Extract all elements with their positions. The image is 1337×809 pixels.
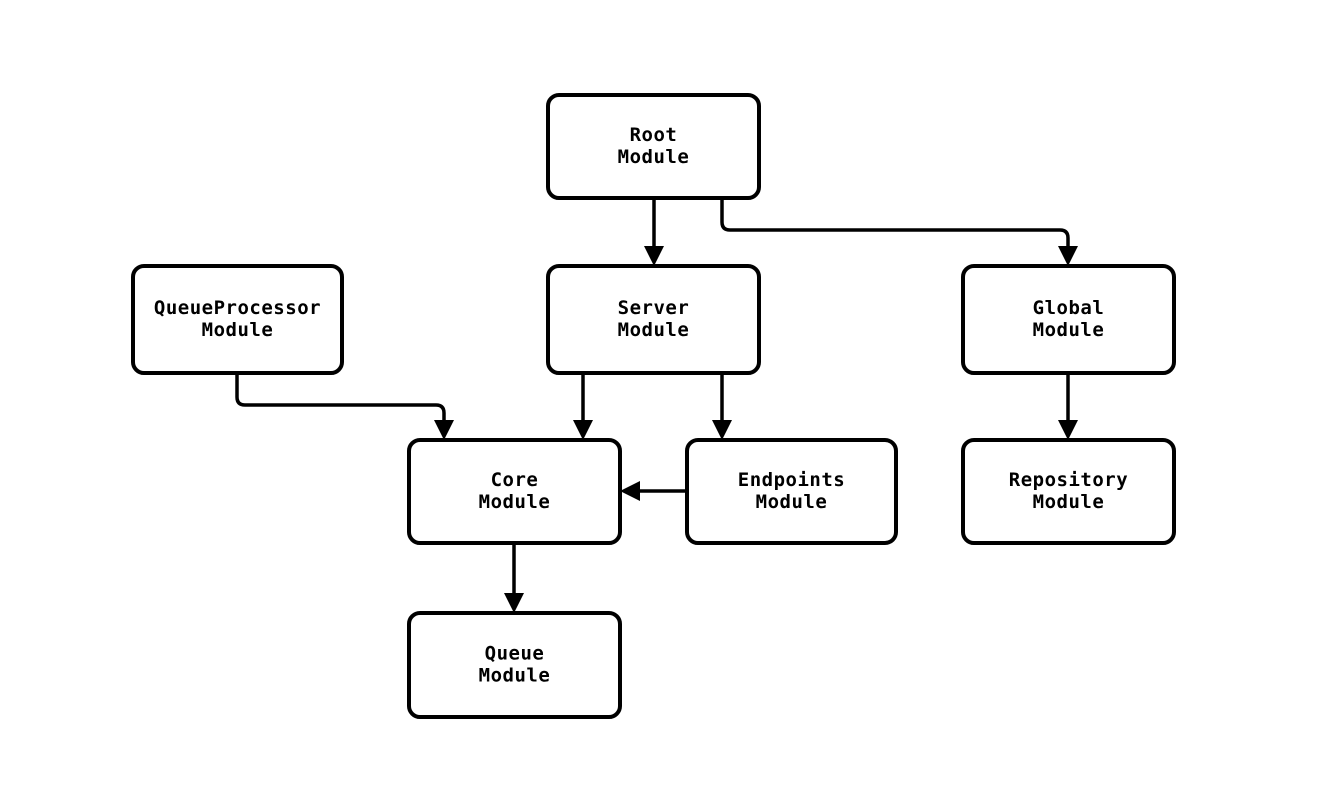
edge-endpoints-to-core: [620, 481, 687, 501]
global-module-node-box[interactable]: [961, 264, 1176, 375]
core-module-node-label-line1: Core: [491, 469, 539, 491]
edge-queueprocessor-to-core-arrowhead-icon: [434, 420, 454, 440]
edge-queueprocessor-to-core: [235, 373, 454, 440]
queueprocessor-module-node-box[interactable]: [131, 264, 344, 375]
endpoints-module-node-label-line1: Endpoints: [738, 469, 845, 491]
server-module-node-label-line1: Server: [618, 297, 690, 319]
server-module-node-box[interactable]: [546, 264, 761, 375]
repository-module-node-box[interactable]: [961, 438, 1176, 545]
repository-module-node-label-line2: Module: [1033, 491, 1105, 513]
queue-module-node-label-line2: Module: [479, 665, 551, 687]
edge-root-to-global-line: [720, 198, 1070, 252]
root-module-node-label-line1: Root: [630, 124, 678, 146]
server-module-node-label-line2: Module: [618, 319, 690, 341]
endpoints-module-node-label-line2: Module: [756, 491, 828, 513]
edge-endpoints-to-core-arrowhead-icon: [620, 481, 640, 501]
edge-core-to-queue: [504, 543, 524, 613]
core-module-node-label-line2: Module: [479, 491, 551, 513]
nodes-layer: RootModuleQueueProcessorModuleServerModu…: [131, 93, 1176, 719]
root-module-node-box[interactable]: [546, 93, 761, 200]
edge-root-to-global: [720, 198, 1078, 266]
edge-core-to-queue-arrowhead-icon: [504, 593, 524, 613]
edge-server-to-endpoints: [712, 373, 732, 440]
queueprocessor-module-node-label-line1: QueueProcessor: [154, 297, 321, 319]
endpoints-module-node-box[interactable]: [685, 438, 898, 545]
edge-queueprocessor-to-core-line: [235, 373, 446, 426]
edges-layer: [235, 198, 1078, 613]
global-module-node-label-line1: Global: [1033, 297, 1105, 319]
queue-module-node-box[interactable]: [407, 611, 622, 719]
queue-module-node-label-line1: Queue: [485, 643, 545, 665]
global-module-node-label-line2: Module: [1033, 319, 1105, 341]
root-module-node-label-line2: Module: [618, 146, 690, 168]
edge-root-to-server-arrowhead-icon: [644, 246, 664, 266]
repository-module-node-label-line1: Repository: [1009, 469, 1128, 491]
edge-global-to-repository-arrowhead-icon: [1058, 420, 1078, 440]
edge-root-to-server: [644, 198, 664, 266]
core-module-node-box[interactable]: [407, 438, 622, 545]
edge-root-to-global-arrowhead-icon: [1058, 246, 1078, 266]
edge-server-to-core-arrowhead-icon: [573, 420, 593, 440]
edge-server-to-core: [573, 373, 593, 440]
edge-server-to-endpoints-arrowhead-icon: [712, 420, 732, 440]
queueprocessor-module-node-label-line2: Module: [202, 319, 274, 341]
edge-global-to-repository: [1058, 373, 1078, 440]
